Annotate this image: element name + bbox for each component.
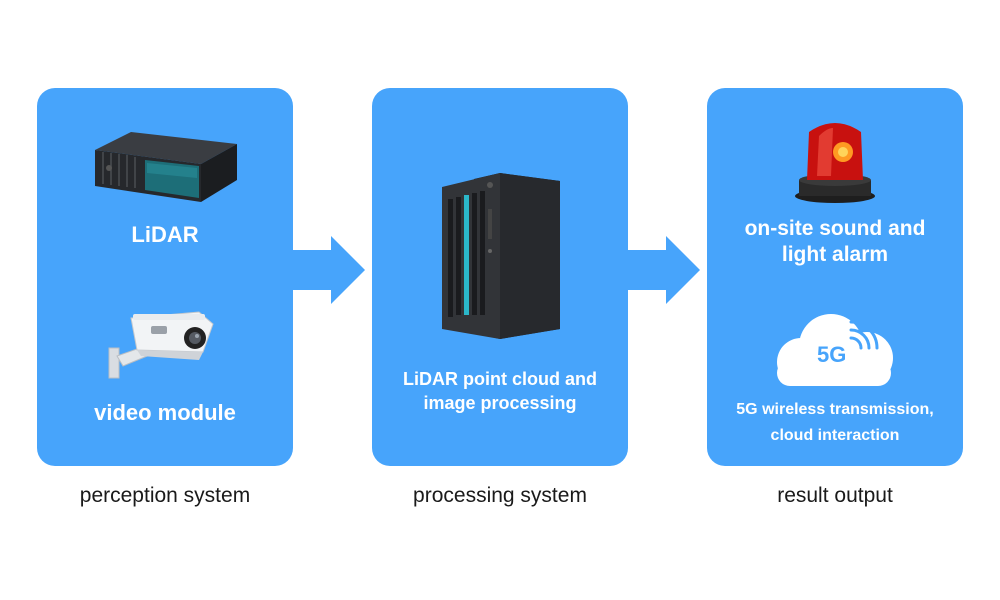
alarm-label-line-1: on-site sound and <box>744 217 926 240</box>
result-panel: on-site sound and light alarm 5G 5G wire… <box>707 88 963 466</box>
processing-panel: LiDAR point cloud and image processing <box>372 88 628 466</box>
alarm-beacon-icon <box>795 123 875 203</box>
perception-panel: LiDAR video module <box>37 88 293 466</box>
lidar-label: LiDAR <box>131 222 199 247</box>
cloud-5g-icon: 5G <box>767 310 903 390</box>
lidar-device-icon <box>95 132 237 202</box>
arrow-right-icon <box>628 236 700 304</box>
processing-caption: processing system <box>413 484 587 507</box>
result-caption: result output <box>777 484 893 507</box>
cloud-5g-badge: 5G <box>817 342 847 367</box>
transmission-label-line-1: 5G wireless transmission, <box>736 401 934 418</box>
transmission-label-line-2: cloud interaction <box>770 427 900 444</box>
security-camera-icon <box>108 311 214 379</box>
processing-label-line-2: image processing <box>423 393 577 413</box>
arrow-right-icon <box>293 236 365 304</box>
perception-caption: perception system <box>79 484 251 507</box>
processing-label-line-1: LiDAR point cloud and <box>403 369 597 389</box>
alarm-label-line-2: light alarm <box>781 243 889 266</box>
video-module-label: video module <box>94 400 236 425</box>
tower-pc-icon <box>442 173 560 339</box>
